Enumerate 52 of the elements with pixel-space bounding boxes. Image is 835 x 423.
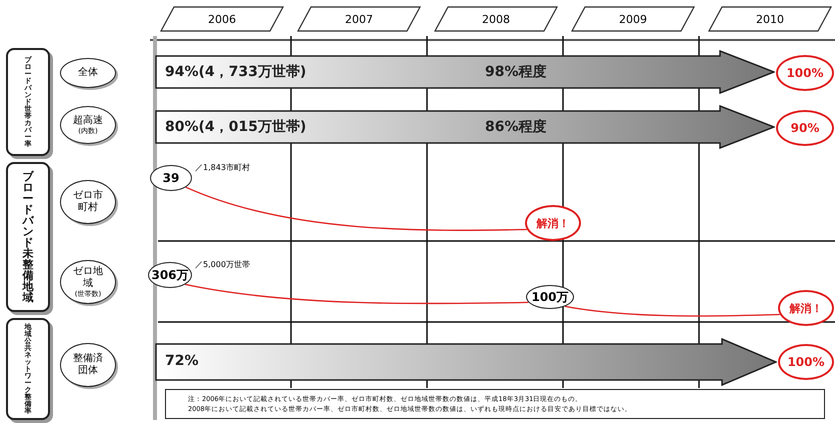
curve-line: [564, 306, 780, 317]
category-label: 全体: [78, 67, 98, 79]
year-label: 2006: [208, 12, 236, 26]
year-label: 2010: [756, 12, 784, 26]
group-label: ブロードバンド未整備地域: [22, 171, 34, 303]
bar-value: 98%程度: [485, 63, 547, 81]
category-oval: [60, 106, 116, 144]
year-tab: [434, 6, 558, 32]
year-label: 2009: [619, 12, 647, 26]
category-label: ゼロ地域: [72, 266, 104, 290]
category-label: 超高速: [73, 115, 103, 127]
category-oval: [60, 180, 116, 224]
category-oval: [60, 343, 116, 387]
progress-band: [155, 50, 775, 94]
year-tab: [297, 6, 421, 32]
value-label: 100万: [531, 288, 569, 306]
progress-band: [155, 105, 775, 149]
target-ellipse: [778, 344, 834, 380]
value-label: 39: [162, 171, 180, 185]
value-ellipse: [148, 262, 192, 288]
note-box: [165, 389, 825, 419]
year-label: 2008: [482, 12, 510, 26]
year-tab: [708, 6, 832, 32]
bar-value: 72%: [165, 353, 199, 369]
target-value: 100%: [786, 66, 824, 80]
total-count: ／5,000万世帯: [195, 259, 250, 270]
bar-value: 86%程度: [485, 118, 547, 136]
year-tab: [160, 6, 284, 32]
year-tab: [571, 6, 695, 32]
total-count: ／1,843市町村: [195, 162, 250, 173]
target-value: 90%: [790, 121, 820, 135]
target-value: 解消！: [790, 300, 822, 316]
curve-line: [186, 186, 527, 231]
category-label: 整備済団体: [72, 353, 104, 377]
target-ellipse: [778, 290, 834, 326]
category-oval: [60, 260, 116, 304]
bar-value: 94%(4，733万世帯): [165, 63, 306, 81]
group-label-box: [6, 162, 50, 312]
year-label: 2007: [345, 12, 373, 26]
bar-value: 80%(4，015万世帯): [165, 118, 306, 136]
category-label: ゼロ市町村: [72, 190, 104, 214]
progress-band: [155, 338, 777, 386]
category-oval: [60, 58, 116, 88]
target-value: 100%: [787, 355, 825, 369]
group-label-box: [6, 48, 50, 156]
value-label: 306万: [151, 266, 189, 284]
target-value: 解消！: [536, 216, 570, 230]
target-ellipse: [525, 205, 581, 241]
curve-line: [184, 284, 529, 304]
value-ellipse: [526, 285, 574, 309]
value-ellipse: [150, 165, 192, 191]
group-label-box: [6, 318, 50, 420]
